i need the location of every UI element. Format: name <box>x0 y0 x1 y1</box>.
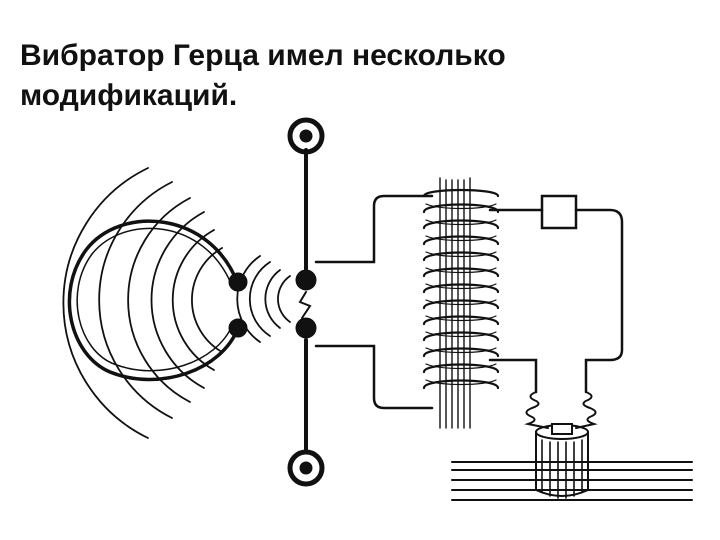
slide-title-line-1: Вибратор Герца имел несколько <box>20 39 506 72</box>
slide-title: Вибратор Герца имел несколько модификаци… <box>20 36 660 116</box>
workbench <box>451 461 693 501</box>
transmitter-dipole <box>287 117 325 487</box>
receiver-ball-bottom <box>228 318 248 338</box>
dipole-sphere-top <box>287 117 325 155</box>
slide-title-line-2: модификаций. <box>20 79 238 112</box>
battery-cell <box>535 423 589 499</box>
spark-gap-ball-top <box>295 269 317 291</box>
spring-leads <box>524 391 598 429</box>
interrupter-box <box>540 194 578 230</box>
spark-gap-ball-bottom <box>295 317 317 339</box>
receiver-ball-top <box>228 272 248 292</box>
electromagnetic-waves <box>62 167 291 439</box>
receiver-loop <box>67 219 248 382</box>
dipole-sphere-bottom <box>287 449 325 487</box>
induction-coil <box>422 177 500 429</box>
spark <box>298 291 312 319</box>
wires <box>314 194 624 410</box>
